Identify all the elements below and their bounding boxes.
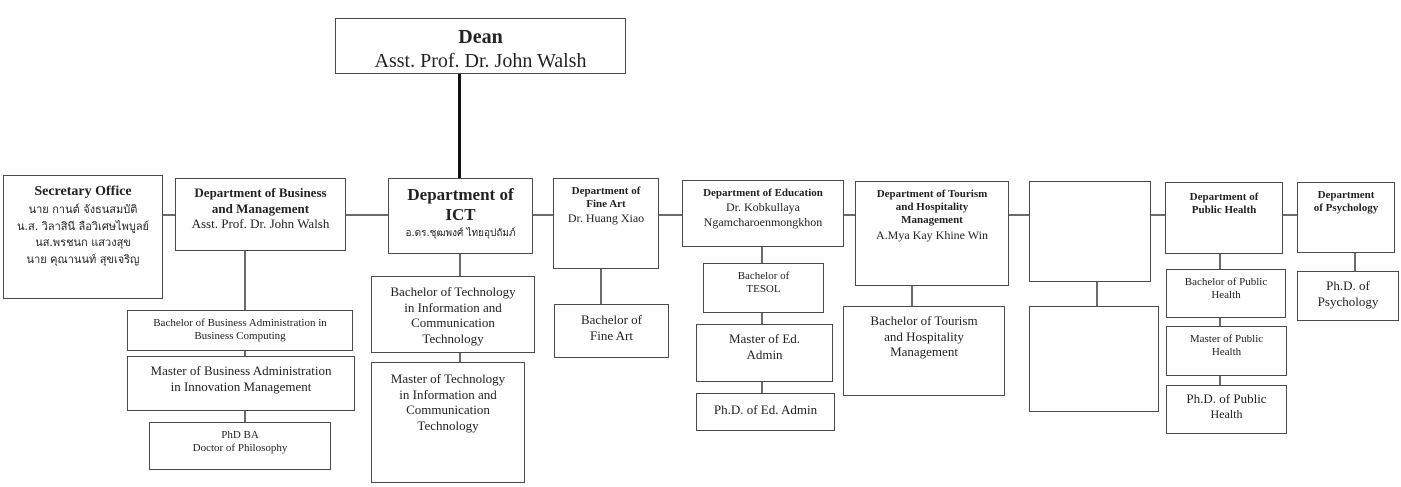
- education-connector: [761, 246, 763, 393]
- program-mba-box: Master of Business Administration in Inn…: [127, 356, 355, 411]
- program-label: and Hospitality: [884, 328, 964, 344]
- program-phdpsych-box: Ph.D. of Psychology: [1297, 271, 1399, 321]
- dept-psychology-title-1: Department: [1317, 189, 1375, 201]
- dept-business-title-1: Department of Business: [194, 185, 327, 200]
- dept-education-head-1: Dr. Kobkullaya: [726, 200, 800, 215]
- program-label: in Information and: [404, 299, 502, 315]
- program-label: Admin: [746, 346, 783, 362]
- dean-connector: [458, 73, 461, 179]
- psychology-connector: [1354, 252, 1356, 271]
- program-label: Technology: [422, 330, 484, 346]
- dept-tourism-title-3: Management: [901, 214, 963, 227]
- program-mph-box: Master of Public Health: [1166, 326, 1287, 376]
- dept-publichealth-title-2: Public Health: [1191, 204, 1257, 217]
- dept-psychology-title-2: of Psychology: [1313, 202, 1379, 215]
- dean-title: Dean: [458, 26, 503, 48]
- program-btech-ict-box: Bachelor of Technology in Information an…: [371, 276, 535, 353]
- dept-tourism-box: Department of Tourism and Hospitality Ma…: [855, 181, 1009, 286]
- dept-business-title-2: and Management: [211, 200, 310, 216]
- program-label: in Innovation Management: [170, 378, 312, 394]
- program-label: Bachelor of Tourism: [870, 313, 978, 328]
- program-label: Communication: [406, 402, 490, 418]
- program-label: Master of Business Administration: [150, 363, 332, 378]
- program-label: PhD BA: [221, 429, 259, 441]
- program-label: Fine Art: [590, 327, 633, 343]
- program-label: Technology: [417, 417, 479, 433]
- dept-ict-head: อ.ดร.ชุฒพงศ์ ไทยอุปถัมภ์: [405, 227, 516, 239]
- program-phdph-box: Ph.D. of Public Health: [1166, 385, 1287, 434]
- program-label: in Information and: [399, 386, 497, 402]
- dept-psychology-box: Department of Psychology: [1297, 182, 1395, 253]
- program-label: Ph.D. of: [1326, 278, 1370, 293]
- program-label: Bachelor of Public: [1184, 276, 1268, 288]
- program-label: Psychology: [1317, 293, 1379, 309]
- secretary-title: Secretary Office: [34, 184, 132, 199]
- fineart-connector: [600, 268, 602, 304]
- program-label: Business Computing: [194, 330, 286, 343]
- dept-fineart-box: Department of Fine Art Dr. Huang Xiao: [553, 178, 659, 269]
- program-btourism-box: Bachelor of Tourism and Hospitality Mana…: [843, 306, 1005, 396]
- program-mtech-ict-box: Master of Technology in Information and …: [371, 362, 525, 483]
- program-label: Bachelor of Business Administration in: [153, 317, 327, 329]
- dept-publichealth-box: Department of Public Health: [1165, 182, 1283, 254]
- program-label: Health: [1211, 346, 1242, 359]
- dept-blank-box: [1029, 181, 1151, 282]
- program-label: Health: [1210, 406, 1243, 421]
- program-label: Bachelor of: [737, 270, 790, 282]
- dept-business-head: Asst. Prof. Dr. John Walsh: [191, 216, 330, 232]
- dept-fineart-head: Dr. Huang Xiao: [567, 211, 645, 226]
- dept-ict-box: Department of ICT อ.ดร.ชุฒพงศ์ ไทยอุปถัม…: [388, 178, 533, 254]
- dept-tourism-title-2: and Hospitality: [895, 201, 969, 214]
- program-label: Bachelor of: [580, 312, 642, 327]
- program-phdba-box: PhD BA Doctor of Philosophy: [149, 422, 331, 470]
- blank-connector: [1096, 281, 1098, 306]
- program-bba-box: Bachelor of Business Administration in B…: [127, 310, 353, 351]
- dept-education-head-2: Ngamcharoenmongkhon: [703, 214, 823, 229]
- tourism-connector: [911, 285, 913, 306]
- program-label: Bachelor of Technology: [390, 284, 516, 299]
- dept-fineart-title-2: Fine Art: [586, 198, 626, 211]
- dept-ict-title-2: ICT: [445, 205, 476, 225]
- dept-fineart-title-1: Department of: [571, 185, 641, 197]
- publichealth-connector: [1219, 253, 1221, 385]
- program-bph-box: Bachelor of Public Health: [1166, 269, 1286, 318]
- program-label: TESOL: [746, 283, 781, 296]
- program-label: Management: [890, 344, 958, 360]
- program-label: Ph.D. of Ed. Admin: [713, 402, 818, 417]
- dept-tourism-title-1: Department of Tourism: [876, 188, 988, 200]
- program-label: Communication: [411, 315, 495, 331]
- secretary-office-box: Secretary Office นาย กานต์ จังธนสมบัติ น…: [3, 175, 163, 299]
- program-blank-box: [1029, 306, 1159, 412]
- dept-ict-title-1: Department of: [407, 185, 514, 204]
- program-tesol-box: Bachelor of TESOL: [703, 263, 824, 313]
- secretary-member: น.ส. วิลาสินี ลือวิเศษไพบูลย์: [16, 219, 150, 233]
- dean-box: Dean Asst. Prof. Dr. John Walsh: [335, 18, 626, 74]
- secretary-member: นาย กานต์ จังธนสมบัติ: [28, 203, 138, 216]
- program-label: Master of Technology: [390, 371, 506, 386]
- secretary-member: นาย คุณานนท์ สุขเจริญ: [26, 252, 140, 266]
- dept-business-box: Department of Business and Management As…: [175, 178, 346, 251]
- dept-education-title: Department of Education: [703, 187, 823, 199]
- program-label: Health: [1211, 289, 1241, 302]
- secretary-member: นส.พรชนก แสวงสุข: [35, 236, 131, 249]
- program-bfa-box: Bachelor of Fine Art: [554, 304, 669, 358]
- program-label: Ph.D. of Public: [1186, 391, 1267, 406]
- dean-name: Asst. Prof. Dr. John Walsh: [374, 50, 587, 72]
- dept-education-box: Department of Education Dr. Kobkullaya N…: [682, 180, 844, 247]
- program-med-box: Master of Ed. Admin: [696, 324, 833, 382]
- dept-publichealth-title-1: Department of: [1189, 191, 1259, 203]
- dept-tourism-head: A.Mya Kay Khine Win: [876, 227, 988, 242]
- program-label: Doctor of Philosophy: [192, 442, 288, 455]
- program-label: Master of Public: [1189, 333, 1264, 345]
- program-label: Master of Ed.: [728, 331, 801, 346]
- program-phded-box: Ph.D. of Ed. Admin: [696, 393, 835, 431]
